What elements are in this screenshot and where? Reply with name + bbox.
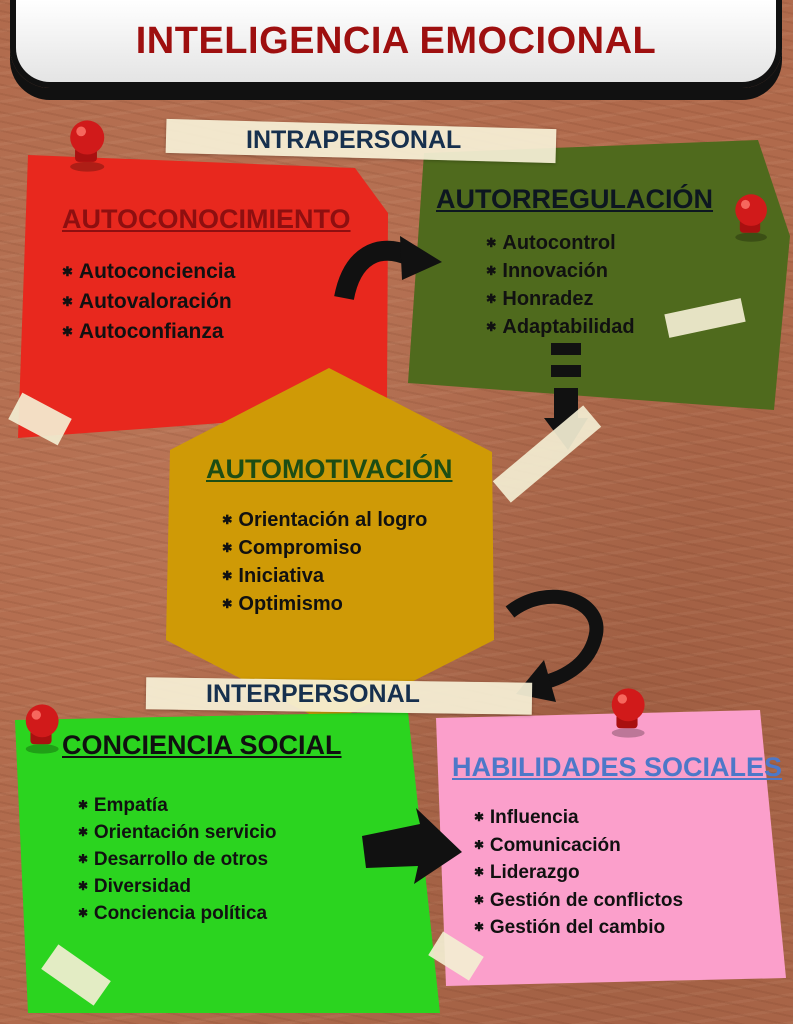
list-item: Optimismo — [222, 591, 427, 619]
list-item: Conciencia política — [78, 901, 277, 928]
right-arrow-icon — [362, 808, 462, 884]
list-item: Orientación al logro — [222, 507, 427, 535]
list-item: Gestión de conflictos — [474, 888, 683, 916]
curved-arrow-icon — [334, 236, 442, 301]
title-banner: INTELIGENCIA EMOCIONAL — [10, 0, 782, 88]
autorregulacion-list: Autocontrol Innovación Honradez Adaptabi… — [486, 230, 635, 342]
automotivacion-title: AUTOMOTIVACIÓN — [206, 454, 453, 484]
list-item: Honradez — [486, 286, 635, 314]
page-title: INTELIGENCIA EMOCIONAL — [135, 19, 657, 62]
list-item: Diversidad — [78, 874, 277, 901]
list-item: Influencia — [474, 805, 683, 833]
pushpin-icon — [611, 688, 645, 738]
list-item: Empatía — [78, 793, 277, 820]
conciencia-social-title: CONCIENCIA SOCIAL — [62, 730, 342, 760]
list-item: Gestión del cambio — [474, 915, 683, 943]
autoconocimiento-list: Autoconciencia Autovaloración Autoconfia… — [62, 258, 235, 348]
pushpin-icon — [70, 120, 105, 172]
autorregulacion-title: AUTORREGULACIÓN — [436, 184, 714, 214]
habilidades-sociales-title: HABILIDADES SOCIALES — [452, 752, 783, 782]
autoconocimiento-title: AUTOCONOCIMIENTO — [62, 204, 351, 234]
list-item: Autoconfianza — [62, 318, 235, 348]
habilidades-sociales-list: Influencia Comunicación Liderazgo Gestió… — [474, 805, 683, 943]
conciencia-social-list: Empatía Orientación servicio Desarrollo … — [78, 793, 277, 928]
list-item: Desarrollo de otros — [78, 847, 277, 874]
intrapersonal-label: INTRAPERSONAL — [246, 126, 462, 154]
automotivacion-list: Orientación al logro Compromiso Iniciati… — [222, 507, 427, 619]
pushpin-icon — [735, 194, 767, 242]
list-item: Adaptabilidad — [486, 314, 634, 342]
list-item: Compromiso — [222, 535, 427, 563]
list-item: Autocontrol — [486, 230, 635, 258]
list-item: Autoconciencia — [62, 258, 235, 288]
list-item: Autovaloración — [62, 288, 235, 318]
list-item: Comunicación — [474, 833, 683, 861]
pushpin-icon — [25, 704, 59, 754]
interpersonal-label: INTERPERSONAL — [206, 680, 420, 708]
list-item: Liderazgo — [474, 860, 683, 888]
list-item: Innovación — [486, 258, 635, 286]
list-item: Iniciativa — [222, 563, 427, 591]
tape-decorations — [8, 298, 746, 1006]
list-item: Orientación servicio — [78, 820, 277, 847]
